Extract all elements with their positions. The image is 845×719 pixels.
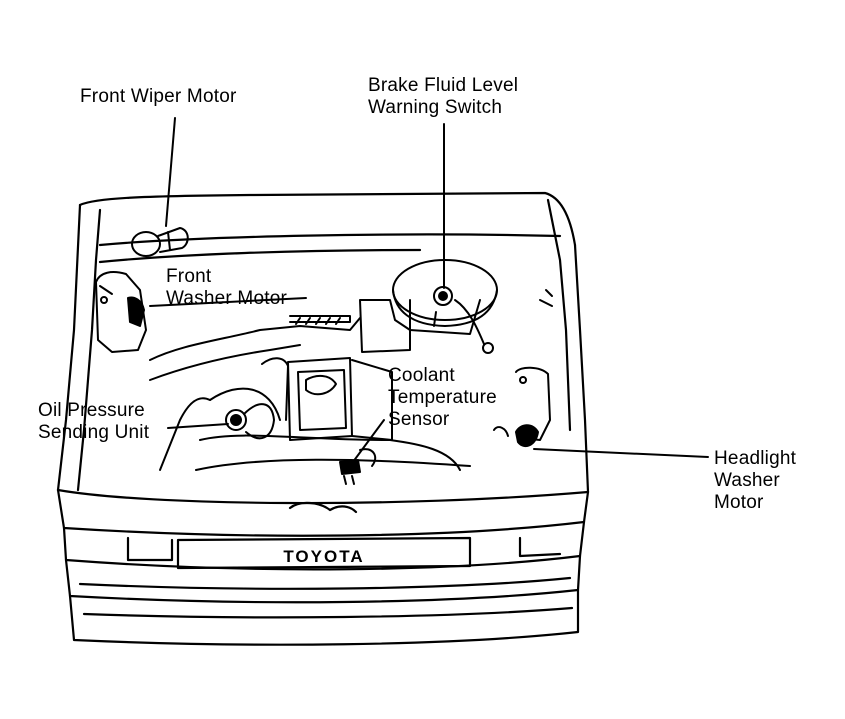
label-headlight-washer-motor: Headlight Washer Motor (714, 448, 796, 514)
label-line: Brake Fluid Level (368, 75, 519, 96)
headlight-washer-area-drawing (493, 289, 553, 448)
leader-lines (149, 117, 709, 467)
label-line: Coolant (388, 365, 455, 386)
leader-coolant-sensor (349, 419, 385, 467)
label-line: Sensor (388, 409, 450, 430)
leader-oil-pressure-unit (167, 423, 229, 429)
label-line: Sending Unit (38, 422, 150, 443)
label-line: Front (166, 266, 212, 287)
engine-block-drawing (159, 357, 471, 471)
washer-reservoir-drawing (95, 271, 147, 353)
label-line: Washer Motor (166, 288, 288, 309)
label-line: Oil Pressure (38, 400, 145, 421)
leader-front-washer-motor (149, 297, 307, 307)
coolant-sensor-drawing (339, 459, 361, 485)
intake-hose-drawing (149, 299, 411, 381)
oil-pressure-unit-drawing (225, 403, 275, 440)
grille-badge: TOYOTA (283, 547, 364, 566)
label-line: Front Wiper Motor (80, 86, 237, 107)
label-front-wiper-motor: Front Wiper Motor (80, 86, 237, 108)
front-grille-drawing (56, 488, 590, 646)
label-coolant-sensor: Coolant Temperature Sensor (388, 365, 497, 431)
label-line: Headlight (714, 448, 797, 469)
label-line: Warning Switch (368, 97, 503, 118)
leader-headlight-washer-motor (533, 448, 709, 458)
leader-front-wiper-motor (165, 117, 176, 227)
label-line: Motor (714, 492, 764, 513)
label-brake-fluid-switch: Brake Fluid Level Warning Switch (368, 75, 518, 119)
vehicle-body-outline (56, 191, 590, 494)
label-line: Washer (714, 470, 780, 491)
front-wiper-motor-drawing (131, 227, 189, 257)
label-line: Temperature (388, 387, 497, 408)
label-oil-pressure-unit: Oil Pressure Sending Unit (38, 400, 149, 444)
label-front-washer-motor: Front Washer Motor (166, 266, 287, 310)
